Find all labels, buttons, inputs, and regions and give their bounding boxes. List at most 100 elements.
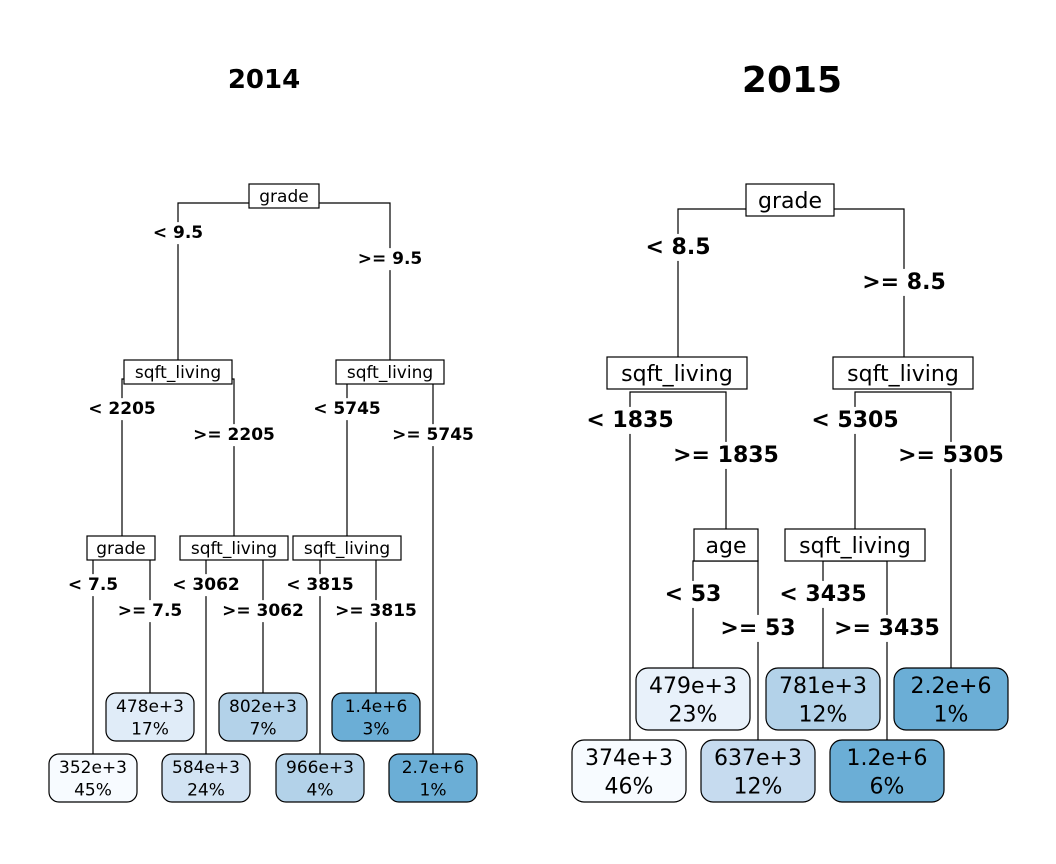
edge-condition-label: < 3815 <box>286 575 353 595</box>
edge-label-background <box>860 268 948 296</box>
leaf-node-box <box>218 692 308 742</box>
edge-label: < 5305 <box>809 406 901 434</box>
leaf-percentage: 45% <box>74 780 112 800</box>
leaf-node: 374e+346% <box>571 739 687 803</box>
split-variable-label: sqft_living <box>847 362 959 387</box>
edge-condition-label: >= 3062 <box>222 601 304 621</box>
leaf-node-box <box>635 667 751 731</box>
edge-condition-label: >= 3815 <box>335 601 417 621</box>
split-node-box <box>86 535 156 561</box>
tree-title: 2014 <box>228 65 300 95</box>
edge-condition-label: >= 53 <box>720 616 795 641</box>
split-node: age <box>693 528 759 562</box>
edge-label-background <box>718 614 798 642</box>
edge-label: >= 2205 <box>191 424 277 447</box>
edge-condition-label: < 1835 <box>586 408 673 433</box>
leaf-node-box <box>105 692 195 742</box>
leaf-node-box <box>48 753 138 803</box>
edge-label-background <box>832 614 942 642</box>
split-node: sqft_living <box>606 356 748 390</box>
leaf-node: 966e+34% <box>275 753 365 803</box>
edge-condition-label: < 2205 <box>88 399 155 419</box>
split-node: sqft_living <box>123 359 233 385</box>
edge-label-background <box>86 398 158 421</box>
leaf-percentage: 3% <box>363 719 390 739</box>
leaf-predicted-value: 637e+3 <box>714 746 802 771</box>
edge-label: >= 3435 <box>832 614 942 642</box>
leaf-node-box <box>829 739 945 803</box>
edge-label: >= 53 <box>718 614 798 642</box>
edge-label-background <box>584 406 676 434</box>
edge-condition-label: < 5745 <box>313 399 380 419</box>
leaf-percentage: 12% <box>799 702 848 727</box>
split-node-box <box>606 356 748 390</box>
leaf-node: 1.4e+63% <box>331 692 421 742</box>
leaf-node: 1.2e+6 6% <box>829 739 945 803</box>
split-node: grade <box>745 183 835 217</box>
leaf-node-box <box>700 739 816 803</box>
split-node: grade <box>86 535 156 561</box>
leaf-node-box <box>765 667 881 731</box>
leaf-percentage: 23% <box>669 702 718 727</box>
split-node: sqft_living <box>832 356 974 390</box>
leaf-node: 637e+3 12% <box>700 739 816 803</box>
split-variable-label: grade <box>259 187 308 207</box>
edge-label-background <box>150 222 206 245</box>
split-node-box <box>693 528 759 562</box>
leaf-percentage: 12% <box>734 774 783 799</box>
edge-label: < 53 <box>662 580 724 608</box>
leaf-predicted-value: 479e+3 <box>649 674 737 699</box>
split-variable-label: sqft_living <box>347 363 433 383</box>
leaf-predicted-value: 374e+3 <box>585 746 673 771</box>
edge-label: >= 3062 <box>220 600 306 623</box>
split-variable-label: sqft_living <box>135 363 221 383</box>
leaf-predicted-value: 1.2e+6 <box>847 746 928 771</box>
edge-condition-label: < 9.5 <box>153 223 203 243</box>
split-node: grade <box>248 183 320 209</box>
edge-label-background <box>390 424 476 447</box>
edge-condition-label: < 53 <box>665 582 722 607</box>
edge-condition-label: >= 1835 <box>673 443 779 468</box>
edge-label: >= 8.5 <box>860 268 948 296</box>
leaf-node-box <box>571 739 687 803</box>
split-node: sqft_living <box>335 359 445 385</box>
leaf-node-box <box>331 692 421 742</box>
edge-label: < 2205 <box>86 398 158 421</box>
leaf-predicted-value: 2.2e+6 <box>911 674 992 699</box>
edge-condition-label: >= 5745 <box>392 425 474 445</box>
leaf-node: 802e+37% <box>218 692 308 742</box>
split-variable-label: age <box>706 534 747 559</box>
edge-condition-label: >= 2205 <box>193 425 275 445</box>
edge-label: < 3435 <box>777 580 869 608</box>
split-variable-label: sqft_living <box>799 534 911 559</box>
edge-condition-label: < 8.5 <box>645 235 710 260</box>
leaf-percentage: 17% <box>131 719 169 739</box>
edge-label: >= 5745 <box>390 424 476 447</box>
split-variable-label: sqft_living <box>304 539 390 559</box>
edge-condition-label: < 7.5 <box>68 575 118 595</box>
tree-edge <box>903 391 952 668</box>
leaf-node: 584e+324% <box>161 753 251 803</box>
edge-label-background <box>191 424 277 447</box>
edge-label-background <box>333 600 419 623</box>
split-node-box <box>784 528 926 562</box>
edge-condition-label: >= 9.5 <box>358 249 423 269</box>
edge-label: < 5745 <box>311 398 383 421</box>
split-variable-label: sqft_living <box>621 362 733 387</box>
leaf-percentage: 24% <box>187 780 225 800</box>
edge-label-background <box>643 233 713 261</box>
leaf-node: 479e+3 23% <box>635 667 751 731</box>
leaf-node: 781e+312% <box>765 667 881 731</box>
split-node-box <box>248 183 320 209</box>
split-node: sqft_living <box>179 535 289 561</box>
leaf-percentage: 7% <box>250 719 277 739</box>
edge-label: < 3062 <box>170 574 242 597</box>
leaf-percentage: 6% <box>870 774 905 799</box>
edge-label: >= 3815 <box>333 600 419 623</box>
edge-label: < 8.5 <box>643 233 713 261</box>
split-node-box <box>179 535 289 561</box>
leaf-node-box <box>893 667 1009 731</box>
tree-edge <box>629 391 677 740</box>
